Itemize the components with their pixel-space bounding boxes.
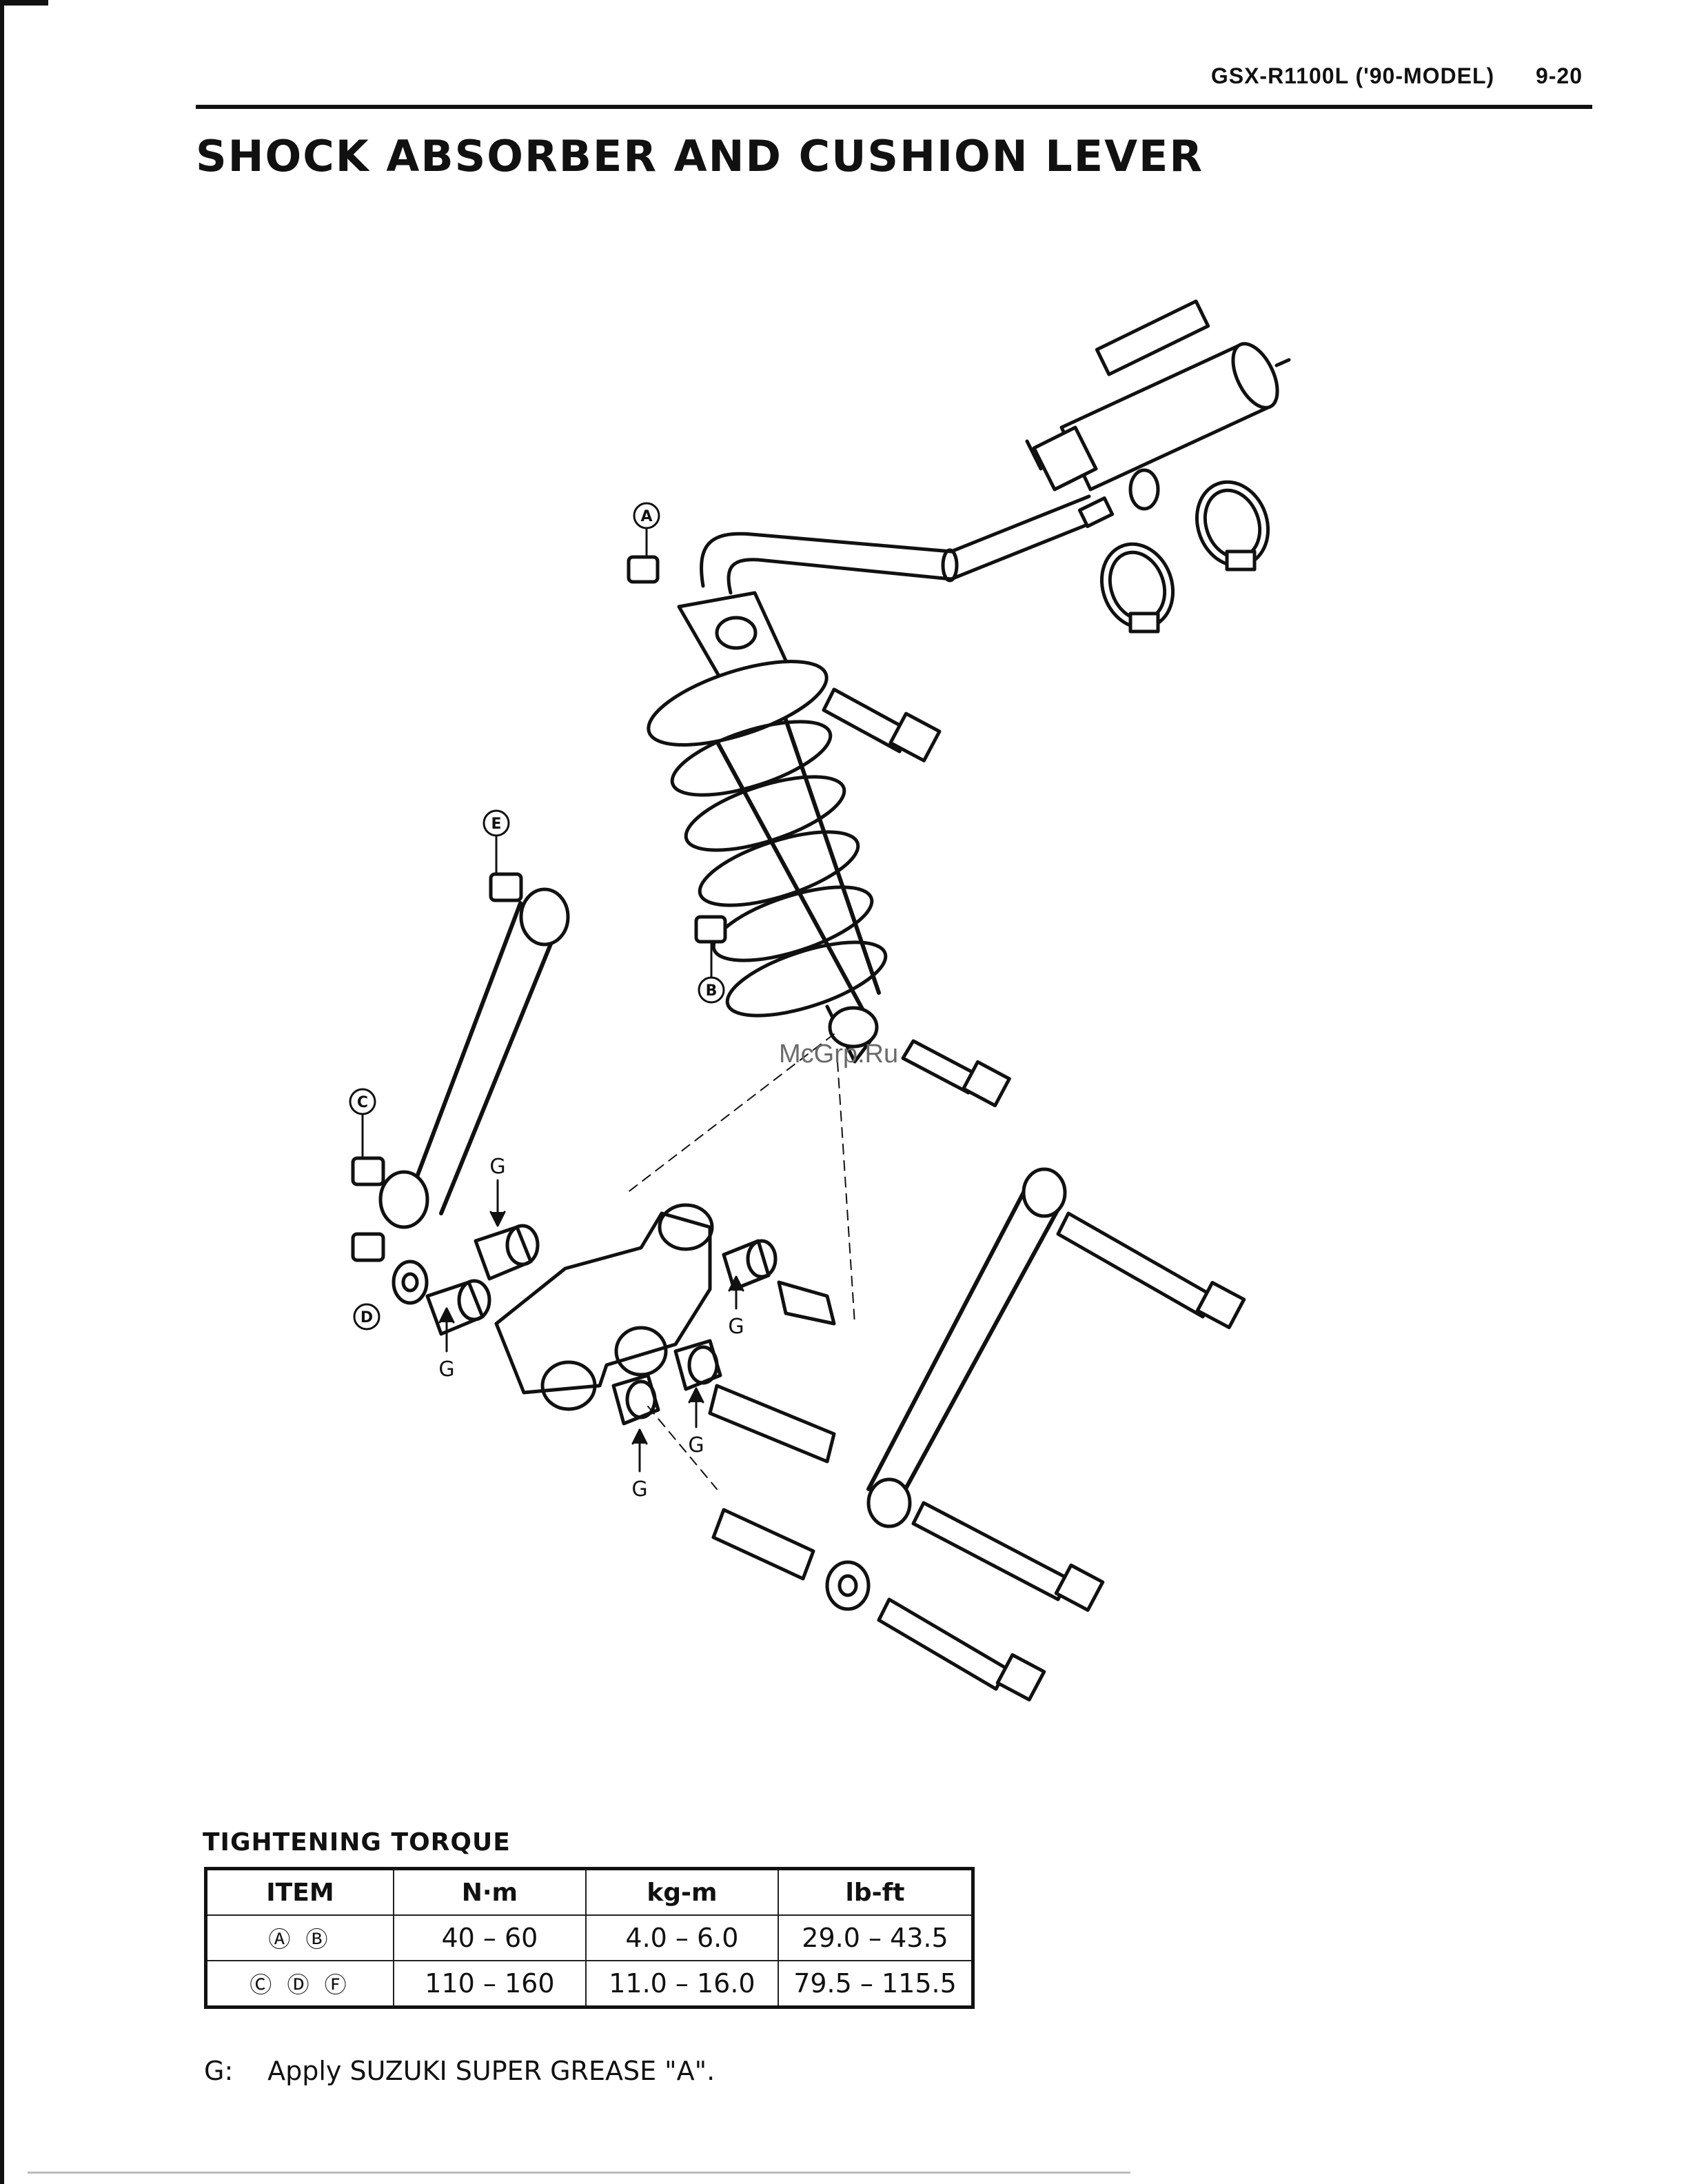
grease-marker: G — [688, 1433, 704, 1457]
table-header-row: ITEM N·m kg-m lb-ft — [206, 1869, 973, 1916]
column-header-lbft: lb-ft — [778, 1869, 973, 1916]
grease-note: G: Apply SUZUKI SUPER GREASE "A". — [204, 2056, 715, 2086]
cushion-lever — [496, 1205, 712, 1409]
column-header-item: ITEM — [206, 1869, 394, 1916]
scan-bottom-rule — [28, 2172, 1130, 2174]
shock-absorber — [639, 593, 893, 1062]
cell-nm: 40 – 60 — [394, 1915, 586, 1961]
cell-kgm: 11.0 – 16.0 — [586, 1961, 778, 2008]
torque-table: ITEM N·m kg-m lb-ft Ⓐ Ⓑ 40 – 60 4.0 – 6.… — [204, 1867, 975, 2009]
cell-lbft: 79.5 – 115.5 — [778, 1961, 973, 2008]
callout-d: D — [360, 1309, 373, 1326]
lower-mount-bolt — [903, 1041, 1009, 1106]
torque-heading: TIGHTENING TORQUE — [203, 1828, 511, 1857]
callout-a: A — [640, 508, 652, 525]
cell-kgm: 4.0 – 6.0 — [586, 1915, 778, 1961]
right-cushion-rod — [869, 1169, 1065, 1526]
grease-note-text: Apply SUZUKI SUPER GREASE "A". — [267, 2056, 715, 2086]
column-header-nm: N·m — [394, 1869, 586, 1916]
cell-nm: 110 – 160 — [394, 1961, 586, 2008]
callout-e: E — [491, 816, 501, 833]
watermark: McGrp.Ru — [779, 1040, 898, 1069]
grease-marker: G — [438, 1357, 454, 1382]
column-header-kgm: kg-m — [586, 1869, 778, 1916]
callout-b: B — [706, 982, 718, 1000]
grease-marker: G — [489, 1155, 505, 1179]
grease-marker: G — [631, 1477, 647, 1502]
upper-mount-bolt — [824, 689, 940, 760]
right-bolts — [879, 1213, 1244, 1700]
callout-c: C — [357, 1094, 368, 1111]
cell-item: Ⓒ Ⓓ Ⓕ — [206, 1961, 394, 2008]
grease-note-label: G: — [204, 2056, 259, 2086]
cell-item: Ⓐ Ⓑ — [206, 1915, 394, 1961]
table-row: Ⓒ Ⓓ Ⓕ 110 – 160 11.0 – 16.0 79.5 – 115.5 — [206, 1961, 973, 2008]
cell-lbft: 29.0 – 43.5 — [778, 1915, 973, 1961]
grease-marker: G — [728, 1315, 744, 1339]
reservoir-hose — [702, 496, 1113, 593]
left-cushion-rod — [380, 889, 568, 1227]
reservoir-tank — [1027, 301, 1289, 509]
hose-clamps — [1090, 472, 1279, 638]
table-row: Ⓐ Ⓑ 40 – 60 4.0 – 6.0 29.0 – 43.5 — [206, 1915, 973, 1961]
